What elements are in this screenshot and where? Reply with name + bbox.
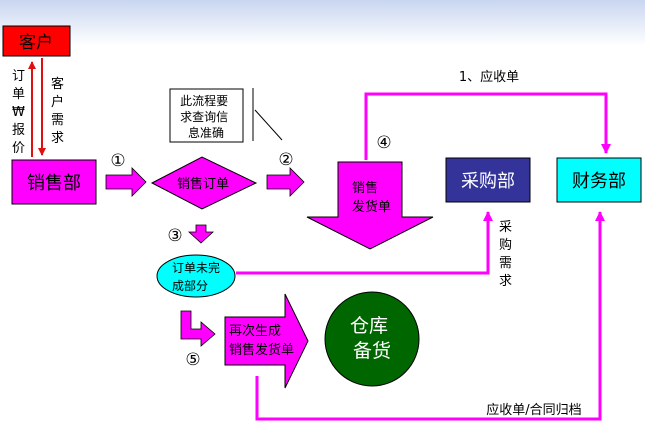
purchase-demand-char: 求 <box>499 274 512 289</box>
note-pointer-line <box>254 109 283 141</box>
note-text: 此流程要 求查询信 息准确 <box>180 93 232 140</box>
purchase-demand-label: 采 购 需 求 <box>499 220 516 289</box>
reissue-delivery-label: 再次生成 销售发货单 <box>229 323 294 358</box>
sales-dept-box <box>11 159 97 205</box>
purchase-dept-label: 采购部 <box>461 171 515 192</box>
customer-demand-char: 户 <box>51 94 64 110</box>
step3-arrow <box>187 224 215 244</box>
incomplete-order-line: 订单未完 <box>172 260 220 275</box>
customer-demand-label: 客 户 需 求 <box>51 76 68 146</box>
sales-delivery-label: 销售 发货单 <box>352 180 391 215</box>
sales-delivery-line: 销售 <box>352 180 378 196</box>
reissue-delivery-arrow <box>224 293 309 389</box>
receivable-label: 1、应收单 <box>459 69 519 85</box>
customer-demand-char: 客 <box>51 76 64 92</box>
archive-label: 应收单/合同归档 <box>486 402 581 418</box>
receivable-connector <box>364 92 611 160</box>
finance-dept-label: 财务部 <box>572 171 626 192</box>
sales-order-diamond <box>150 156 258 210</box>
warehouse-label: 仓库 备货 <box>350 315 394 362</box>
incomplete-order-label: 订单未完 成部分 <box>172 260 224 293</box>
reissue-delivery-line: 销售发货单 <box>229 342 294 358</box>
incomplete-order-line: 成部分 <box>172 278 208 293</box>
customer-label: 客户 <box>19 33 53 53</box>
note-line: 此流程要 <box>180 93 228 108</box>
sales-dept-label: 销售部 <box>27 173 81 194</box>
order-quote-char: 价 <box>12 141 25 156</box>
order-quote-char: 报 <box>12 123 25 138</box>
customer-box <box>2 25 71 57</box>
step5-number: ⑤ <box>185 350 200 370</box>
order-quote-char: 订 <box>12 69 25 84</box>
sales-delivery-line: 发货单 <box>352 199 391 215</box>
customer-demand-char: 需 <box>51 113 64 128</box>
finance-dept-box <box>556 157 642 203</box>
note-line: 求查询信 <box>180 110 228 124</box>
warehouse-line: 备货 <box>353 340 391 362</box>
archive-connector <box>255 211 605 421</box>
purchase-demand-connector <box>236 211 493 275</box>
step5-arrow <box>180 310 216 347</box>
order-quote-char: ₩ <box>12 105 25 120</box>
purchase-demand-char: 购 <box>499 237 512 253</box>
step3-number: ③ <box>167 226 182 246</box>
warehouse-circle <box>324 291 420 387</box>
purchase-demand-char: 采 <box>499 220 512 235</box>
sales-order-label: 销售订单 <box>177 176 229 192</box>
step4-number: ④ <box>376 133 391 153</box>
sales-delivery-arrow <box>306 161 434 250</box>
step2-arrow <box>266 167 305 197</box>
reissue-delivery-line: 再次生成 <box>229 323 281 339</box>
note-line: 息准确 <box>188 125 224 140</box>
incomplete-order-ellipse <box>156 254 236 298</box>
header-band <box>0 0 645 46</box>
note-box <box>169 88 244 143</box>
step1-arrow <box>105 167 147 197</box>
warehouse-line: 仓库 <box>350 315 388 337</box>
step2-number: ② <box>278 150 293 170</box>
order-quote-char: 单 <box>12 87 25 102</box>
purchase-dept-box <box>445 157 531 203</box>
customer-demand-char: 求 <box>51 131 64 146</box>
purchase-demand-char: 需 <box>499 256 512 271</box>
order-quote-label: 订 单 ₩ 报 价 <box>12 69 29 156</box>
step1-number: ① <box>110 151 125 171</box>
